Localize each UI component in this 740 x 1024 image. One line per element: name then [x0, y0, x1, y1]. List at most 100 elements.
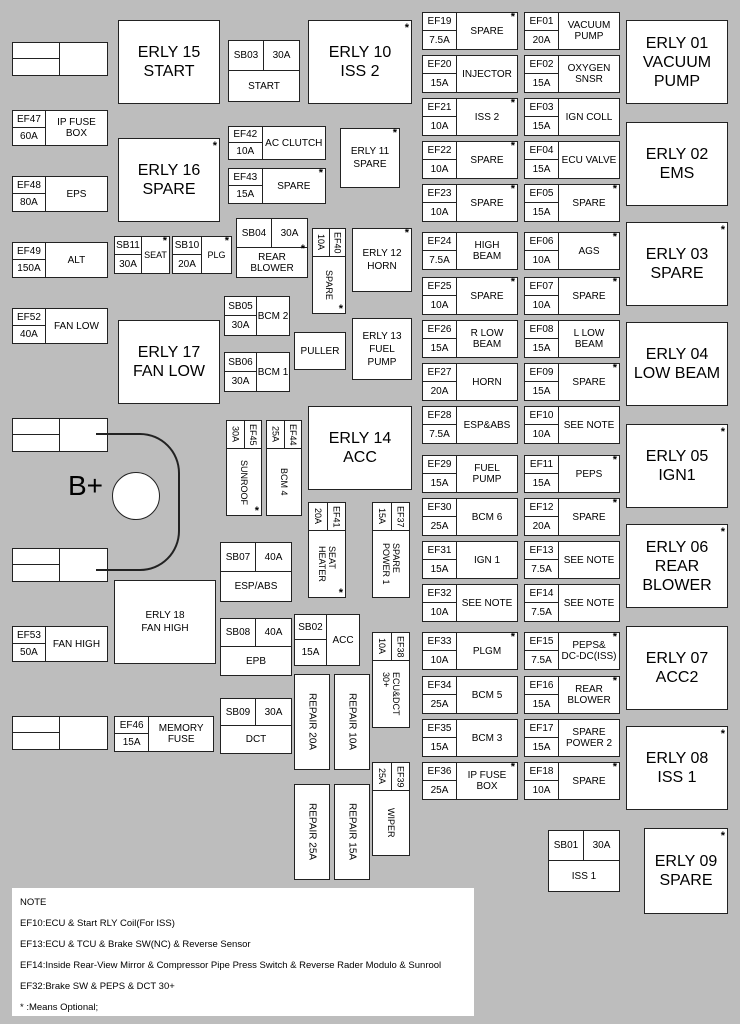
relay-erly13: ERLY 13 FUEL PUMP [352, 318, 412, 380]
optional-star: * [338, 587, 343, 599]
fuse-id: EF28 [423, 407, 457, 425]
fuse-id: EF13 [525, 542, 559, 560]
fuse-id: EF24 [423, 233, 457, 251]
fuse-amp: 25A [373, 763, 391, 791]
fuse-amp: 30A [256, 699, 291, 726]
fuse-id: EF39 [391, 763, 409, 791]
fuse-id: EF20 [423, 56, 457, 74]
optional-star: * [510, 183, 515, 195]
relay-label: ERLY 16 SPARE [137, 162, 201, 198]
fuse-amp: 10A [423, 296, 457, 314]
optional-star: * [510, 11, 515, 23]
relay-erly01: ERLY 01 VACUUM PUMP [626, 20, 728, 104]
fuse-amp: 15A [525, 339, 559, 357]
relay-erly17: ERLY 17 FAN LOW [118, 320, 220, 404]
note-ef14: EF14:Inside Rear-View Mirror & Compresso… [20, 960, 442, 971]
relay-erly03: ERLY 03 SPARE* [626, 222, 728, 306]
fuse-amp: 15A [525, 695, 559, 713]
optional-star: * [720, 830, 725, 842]
fuse-id: EF16 [525, 677, 559, 695]
fuse-label: SPARE [572, 197, 606, 209]
fuse-label: BCM 3 [471, 732, 503, 744]
fuse-amp: 10A [423, 651, 457, 669]
fuse-label: IGN 1 [473, 554, 501, 566]
fuse-id: EF41 [327, 503, 345, 531]
fuse-amp: 40A [13, 326, 46, 343]
note-optional: * :Means Optional; [20, 1002, 99, 1013]
optional-star: * [318, 167, 323, 179]
fuse-amp: 150A [13, 260, 46, 277]
fuse-amp: 10A [229, 143, 263, 159]
relay-label: ERLY 05 IGN1 [645, 448, 709, 484]
fuse-amp: 30A [225, 316, 257, 335]
fuse-label: AGS [578, 245, 600, 257]
fuse-id: EF34 [423, 677, 457, 695]
fuse-id: SB08 [221, 619, 256, 647]
fuse-label: SPARE POWER 1 [381, 543, 401, 585]
optional-star: * [720, 426, 725, 438]
fuse-label: BCM 1 [257, 366, 289, 378]
fuse-id: EF15 [525, 633, 559, 651]
fuse-amp: 7.5A [423, 31, 457, 49]
fuse-amp: 15A [525, 474, 559, 492]
fuse-id: EF32 [423, 585, 457, 603]
fuse-amp: 15A [423, 738, 457, 756]
fuse-label: ACC [332, 634, 354, 646]
fuse-label: FAN LOW [53, 320, 99, 332]
optional-star: * [254, 505, 259, 517]
relay-erly14: ERLY 14 ACC [308, 406, 412, 490]
fuse-id: EF30 [423, 499, 457, 517]
fuse-id: EF47 [13, 111, 46, 128]
relay-label: ERLY 11 SPARE [350, 146, 390, 170]
fuse-label: ECU&DCT 30+ [381, 672, 401, 716]
fuse-amp: 15A [525, 74, 559, 92]
fuse-label: IP FUSE BOX [57, 117, 96, 139]
fuse-label: PLG [207, 250, 226, 260]
fuse-label: SPARE [470, 197, 504, 209]
fuse-amp: 30A [115, 255, 142, 273]
fuse-label: ISS 2 [474, 111, 500, 123]
fuse-id: EF53 [13, 627, 46, 644]
fuse-amp: 40A [256, 543, 291, 572]
fuse-id: EF03 [525, 99, 559, 117]
fuse-amp: 30A [227, 421, 244, 449]
fuse-amp: 7.5A [525, 603, 559, 621]
fuse-id: EF40 [329, 229, 345, 257]
fuse-amp: 10A [373, 633, 391, 661]
optional-star: * [612, 497, 617, 509]
optional-star: * [510, 761, 515, 773]
fuse-label: HORN [472, 376, 502, 388]
fuse-id: EF01 [525, 13, 559, 31]
optional-star: * [612, 231, 617, 243]
fuse-amp: 25A [423, 517, 457, 535]
optional-star: * [510, 140, 515, 152]
fuse-label: VACUUM PUMP [567, 20, 611, 42]
fuse-amp: 20A [173, 255, 202, 273]
notes-title: NOTE [20, 897, 47, 908]
fuse-amp: 10A [525, 781, 559, 799]
fuse-amp: 15A [115, 734, 150, 751]
relay-erly07: ERLY 07 ACC2 [626, 626, 728, 710]
relay-label: ERLY 12 HORN [362, 248, 402, 272]
fuse-label: SEE NOTE [461, 597, 513, 609]
fuse-label: SEAT HEATER [317, 546, 337, 582]
